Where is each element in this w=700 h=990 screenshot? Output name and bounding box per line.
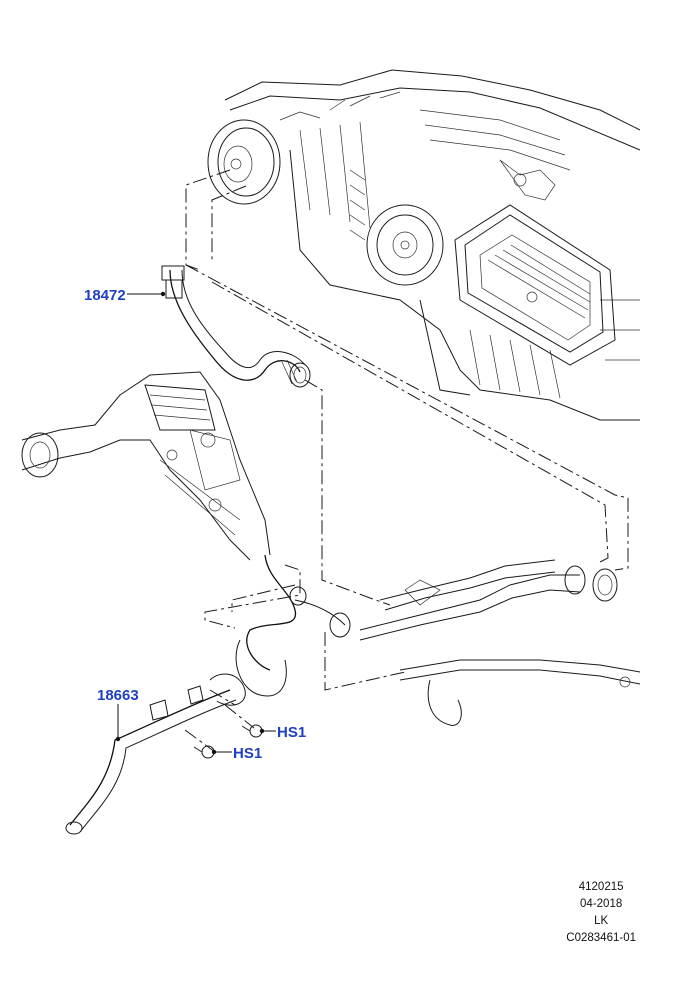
illustration-footer: 4120215 04-2018 LK C0283461-01: [566, 879, 636, 947]
hose-18472: [161, 265, 311, 388]
market-code: LK: [594, 915, 609, 927]
assembly-lines: [184, 169, 629, 753]
center-hose-assembly: [209, 554, 351, 706]
illustration-date: 04-2018: [580, 898, 623, 910]
leader-dot-18663: [115, 736, 121, 742]
leader-dot-hs1-upper: [259, 728, 265, 734]
callout-18472[interactable]: 18472: [84, 287, 126, 304]
callout-hs1-lower[interactable]: HS1: [233, 745, 263, 762]
hvac-unit: [207, 69, 641, 421]
leader-dot-hs1-lower: [211, 749, 217, 755]
leader-dot-18472: [160, 291, 166, 297]
callout-hs1-upper[interactable]: HS1: [277, 724, 307, 741]
callout-leaders: [115, 291, 276, 755]
bolt-hs1-lower: [193, 745, 215, 759]
drawing-code: C0283461-01: [566, 932, 636, 944]
callout-18663[interactable]: 18663: [97, 687, 139, 704]
pipe-18663: [65, 685, 237, 835]
illustration-number: 4120215: [578, 881, 624, 893]
coolant-pipes: [359, 559, 641, 726]
heater-valve-assembly: [21, 371, 271, 561]
